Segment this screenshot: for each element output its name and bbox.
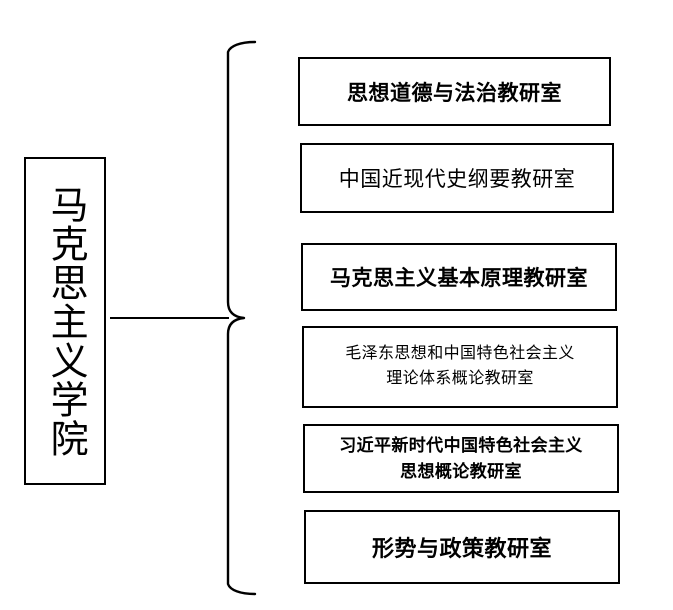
child-box-ideology-morality-rule-of-law[interactable]: 思想道德与法治教研室 (298, 57, 611, 126)
connector-line-horizontal (110, 317, 229, 319)
root-node-label: 马克思主义学院 (44, 184, 87, 458)
root-node-college[interactable]: 马克思主义学院 (24, 157, 106, 485)
child-box-marxist-basic-principles[interactable]: 马克思主义基本原理教研室 (301, 243, 617, 311)
curly-brace-connector (226, 40, 257, 596)
child-box-label: 毛泽东思想和中国特色社会主义 理论体系概论教研室 (345, 345, 575, 387)
child-box-mao-zedong-thought[interactable]: 毛泽东思想和中国特色社会主义 理论体系概论教研室 (302, 326, 618, 408)
child-box-label: 马克思主义基本原理教研室 (330, 266, 588, 290)
child-box-label: 形势与政策教研室 (371, 536, 552, 561)
child-box-modern-chinese-history[interactable]: 中国近现代史纲要教研室 (300, 143, 614, 213)
child-box-xi-jinping-thought[interactable]: 习近平新时代中国特色社会主义 思想概论教研室 (303, 424, 619, 493)
child-box-situation-and-policy[interactable]: 形势与政策教研室 (304, 510, 620, 584)
child-box-label: 中国近现代史纲要教研室 (338, 167, 576, 191)
child-box-label: 习近平新时代中国特色社会主义 思想概论教研室 (339, 436, 583, 481)
child-box-label: 思想道德与法治教研室 (347, 80, 562, 105)
